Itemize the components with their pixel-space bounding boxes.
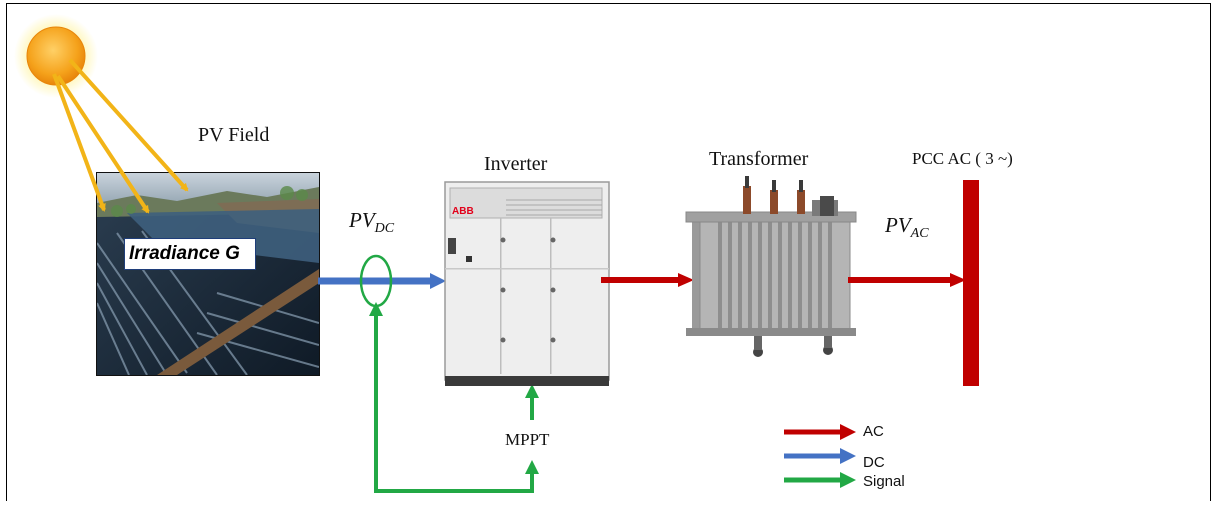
inverter-cabinet: ABB	[445, 182, 609, 386]
legend-ac-arrowhead	[840, 424, 856, 440]
transformer-unit	[686, 176, 856, 357]
pv-ac-label: PVAC	[885, 213, 929, 242]
legend	[784, 424, 856, 488]
dc-flow-arrowhead	[430, 273, 446, 289]
pv-dc-label: PVDC	[349, 208, 394, 237]
legend-signal-label: Signal	[863, 473, 905, 490]
legend-dc-label: DC	[863, 454, 885, 471]
legend-signal-arrowhead	[840, 472, 856, 488]
signal-arrowhead-mppt	[525, 460, 539, 474]
inverter-brand-logo: ABB	[452, 206, 474, 217]
pcc-title: PCC AC ( 3 ~)	[912, 149, 1013, 169]
pcc-busbar	[963, 180, 979, 386]
legend-dc-arrowhead	[840, 448, 856, 464]
mppt-to-inverter-arrowhead	[525, 384, 539, 398]
ac-flow-arrowhead-1	[678, 273, 694, 287]
pv-field-title: PV Field	[198, 124, 269, 147]
legend-ac-label: AC	[863, 423, 884, 440]
transformer-title: Transformer	[709, 148, 808, 171]
inverter-title: Inverter	[484, 153, 547, 176]
mppt-label: MPPT	[505, 430, 549, 450]
